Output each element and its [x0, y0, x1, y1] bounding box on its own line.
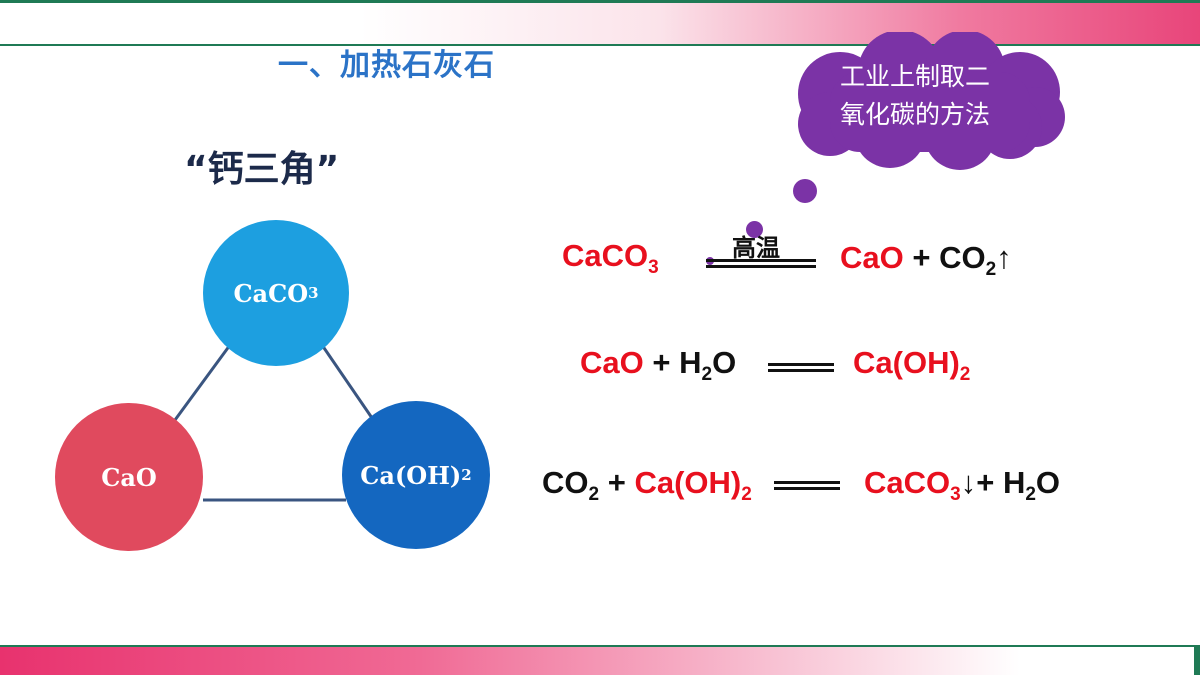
- edge-caco3-cao: [173, 344, 232, 421]
- eq2-reactant2: H2O: [679, 345, 737, 385]
- node-caco3-base: CaCO: [233, 278, 309, 308]
- eq2-product: Ca(OH)2: [853, 345, 970, 386]
- eq2-equals: [768, 363, 834, 372]
- eq3-products: CaCO3↓+ H2O: [864, 465, 1060, 506]
- eq1-equals: [706, 259, 816, 268]
- node-caoh-sub: 2: [461, 466, 472, 484]
- thought-dot-medium: [746, 221, 763, 238]
- eq3-reactant1-base: CO: [542, 465, 589, 500]
- eq1-gas-arrow: ↑: [996, 240, 1012, 275]
- eq1-products: CaO + CO2↑: [840, 240, 1012, 281]
- eq1-product2-sub: 2: [985, 259, 997, 281]
- bottom-band-end-mark: [1194, 647, 1200, 675]
- eq3-product1: CaCO3: [864, 465, 961, 505]
- eq3-product1-sub: 3: [950, 484, 961, 506]
- callout-line-2: 氧化碳的方法: [839, 100, 990, 129]
- edge-caco3-caoh: [320, 344, 374, 419]
- node-cao-label: CaO: [101, 462, 157, 492]
- triangle-connectors: [173, 344, 374, 502]
- eq1-reactant-sub: 3: [648, 257, 659, 279]
- thought-cloud: [798, 32, 1065, 170]
- top-decor-band: [0, 0, 1200, 46]
- eq3-reactant2-base: Ca(OH): [634, 465, 742, 500]
- node-cao: CaO: [55, 403, 203, 551]
- eq1-condition: 高温: [732, 234, 780, 262]
- callout-text: 工业上制取二 氧化碳的方法: [810, 58, 1020, 134]
- eq1-reactant-base: CaCO: [562, 238, 649, 273]
- eq3-precipitate-arrow: ↓: [960, 465, 977, 500]
- section-title: 一、加热石灰石: [278, 48, 495, 83]
- eq3-plus1: +: [607, 465, 626, 500]
- eq2-product-base: Ca(OH): [853, 345, 960, 380]
- node-caoh: Ca(OH)2: [342, 401, 490, 549]
- eq1-reactant: CaCO3: [562, 238, 659, 279]
- eq1-product1: CaO: [840, 240, 904, 275]
- eq3-product2-rest: O: [1035, 465, 1061, 500]
- eq3-product2-base: H: [1002, 465, 1026, 500]
- thought-dot-large: [793, 179, 817, 203]
- eq3-product2: H2O: [1002, 465, 1061, 505]
- eq2-reactant2-rest: O: [712, 345, 737, 380]
- eq1-product2-base: CO: [939, 240, 986, 275]
- calcium-triangle-title: “钙三角”: [184, 149, 340, 190]
- bottom-decor-band: [0, 645, 1200, 675]
- eq3-reactant2-sub: 2: [741, 484, 752, 506]
- eq3-product1-base: CaCO: [864, 465, 951, 500]
- eq3-plus2: +: [976, 465, 995, 500]
- eq2-plus: +: [652, 345, 671, 380]
- eq2-product-sub: 2: [959, 364, 971, 386]
- eq2-reactants: CaO + H2O: [580, 345, 736, 386]
- eq1-plus: +: [912, 240, 931, 275]
- eq3-reactant2: Ca(OH)2: [634, 465, 751, 505]
- node-caco3-sub: 3: [308, 284, 319, 302]
- eq3-reactant1: CO2: [542, 465, 599, 505]
- eq2-reactant2-base: H: [679, 345, 702, 380]
- eq1-product2: CO2↑: [939, 240, 1012, 280]
- eq3-reactant1-sub: 2: [588, 484, 600, 506]
- eq3-equals: [774, 481, 840, 490]
- eq2-reactant1: CaO: [580, 345, 644, 380]
- eq2-reactant2-sub: 2: [701, 364, 713, 386]
- node-caoh-base: Ca(OH): [360, 460, 462, 490]
- eq3-reactants: CO2 + Ca(OH)2: [542, 465, 752, 506]
- callout-line-1: 工业上制取二: [839, 62, 990, 91]
- eq3-product2-sub: 2: [1025, 484, 1036, 506]
